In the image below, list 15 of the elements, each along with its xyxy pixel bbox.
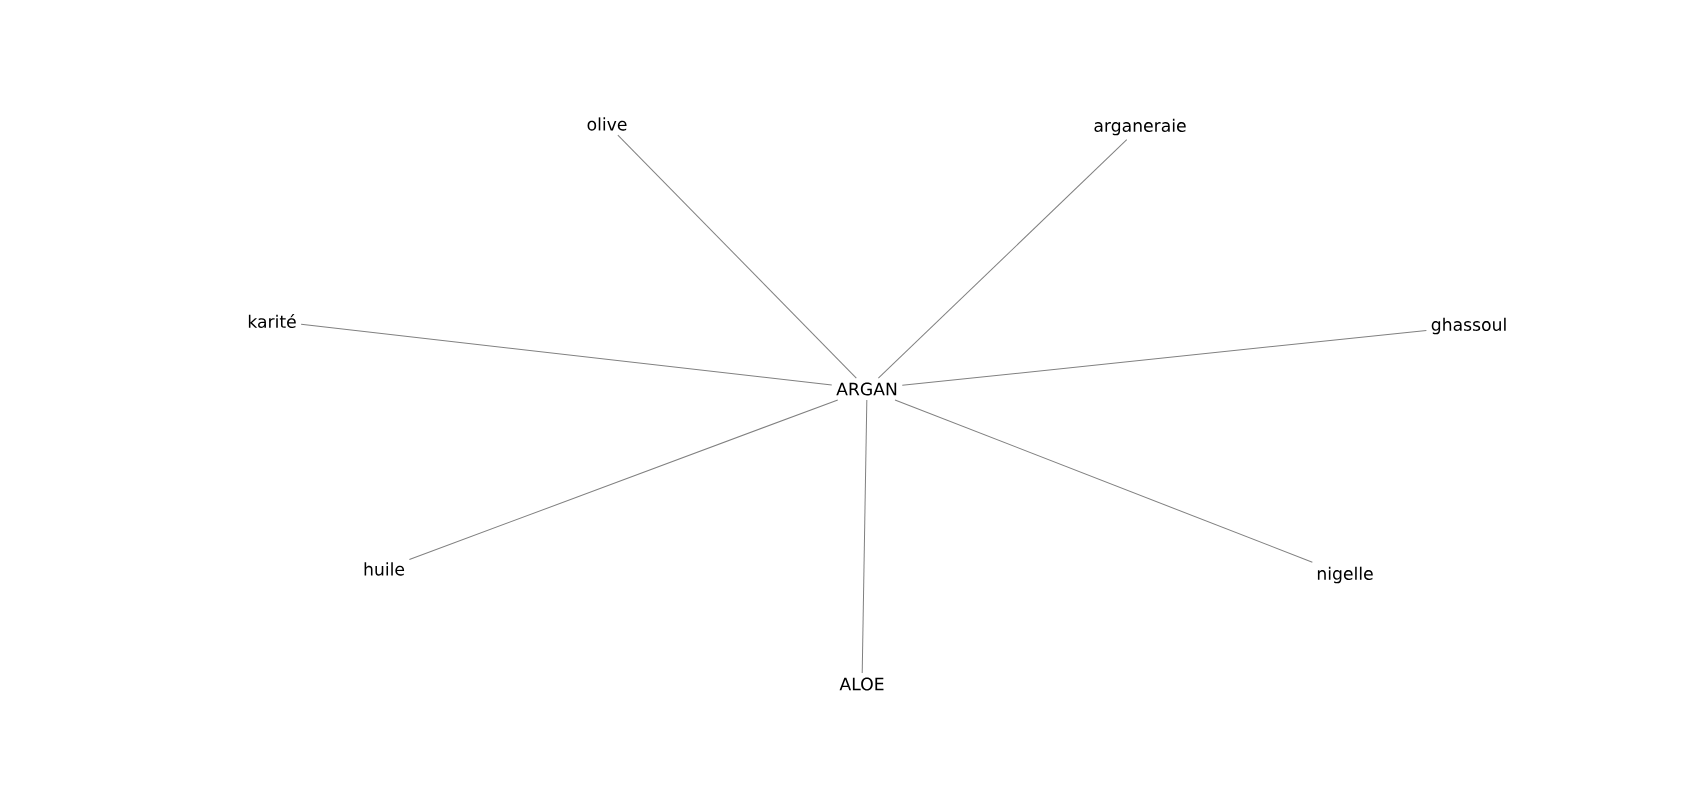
word-label: arganeraie (1094, 118, 1186, 136)
connector-line (877, 139, 1128, 379)
connector-line (894, 399, 1313, 563)
word-label: huile (364, 562, 405, 576)
connector-line (408, 399, 839, 561)
word-label: ARGAN (836, 382, 897, 396)
word-label: ghassoul (1431, 317, 1506, 335)
connector-line (861, 399, 868, 674)
connector-line (901, 329, 1427, 386)
connector-line (300, 323, 833, 386)
word-label: ALOE (839, 677, 884, 691)
word-label: nigelle (1317, 566, 1373, 584)
word-label: karité (248, 314, 296, 328)
word-label: olive (587, 117, 627, 131)
connector-line (617, 134, 857, 379)
